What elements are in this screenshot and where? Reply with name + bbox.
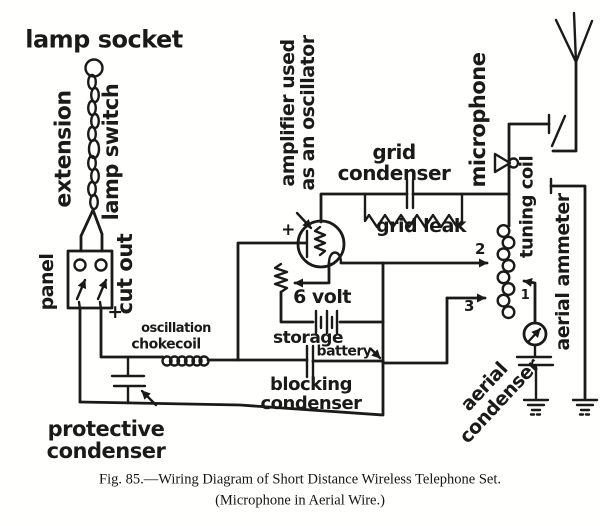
tap-3-label: 3 [464,297,474,316]
blocking-condenser-icon [305,344,382,379]
power-wires [78,306,385,417]
knife-switch-icon [75,278,87,301]
plus-sign: + [107,301,123,324]
tuning-coil-label: tuning coil [516,155,538,259]
earth-lead-wire [549,184,587,400]
pointer-arrow [140,389,158,407]
blocking-line1: blocking [270,374,352,396]
protective-condenser-label: protective condenser [47,418,166,462]
microphone-icon [493,152,520,174]
ammeter-needle [527,327,542,343]
panel-label: panel [36,253,59,311]
grid-condenser-line2: condenser [337,161,451,185]
grid-condenser-line1: grid [372,140,416,164]
six-volt-label: 6 volt [293,286,351,309]
microphone-label: microphone [465,52,490,188]
ground-icon [571,398,599,416]
amplifier-oscillator-label: amplifier used as an oscillator [277,35,319,191]
plate-return-wires [339,258,489,365]
plate-plus-sign: + [281,220,295,241]
aerial-circuit [493,11,594,400]
fuse-icon [94,258,108,272]
ground-icon [522,398,550,416]
oscillation-label: oscillation [141,321,211,337]
plate-lead-wire [236,241,308,362]
tube-filament [327,251,343,265]
junction-arrow [369,347,382,360]
filament-circuit [273,261,385,335]
amplifier-line2: as an oscillator [297,35,319,191]
aerial-switch-icon [547,113,567,195]
chain-cord-icon [79,73,104,253]
grid-circuit [319,178,511,229]
protective-line1: protective [47,416,165,441]
vacuum-tube-icon [295,211,346,269]
grid-leak-resistor-icon [363,192,464,229]
figure-caption: Fig. 85.—Wiring Diagram of Short Distanc… [99,471,501,488]
aerial-ammeter-label: aerial ammeter [552,193,575,351]
antenna-icon [551,11,594,153]
rheostat-icon [273,262,289,294]
protective-condenser-icon [110,356,158,407]
storage-battery-icon [314,309,339,335]
tuning-coil-icon [496,223,516,320]
tap-2-label: 2 [475,240,485,259]
tap-1-label: 1 [520,288,530,304]
tube-grid [313,225,327,257]
storage-label: storage [273,328,343,349]
blocking-line2: condenser [260,393,362,414]
blocking-condenser-label: blocking condenser [260,374,362,414]
label-arrow [295,211,313,230]
ammeter-icon [522,321,548,347]
lamp-switch-label: lamp switch [98,83,123,221]
battery-label: battery [316,343,372,360]
grid-leak-label: grid leak [375,215,467,238]
panel-cutout-box [66,249,114,311]
lamp-socket-icon [84,58,104,78]
lamp-socket-label: lamp socket [25,25,183,54]
extension-label: extension [51,90,77,208]
tap1-wire [522,278,537,325]
choke-coil-icon [161,355,210,367]
protective-line2: condenser [46,439,166,463]
amplifier-line1: amplifier used [277,39,300,187]
figure-subcaption: (Microphone in Aerial Wire.) [215,492,385,509]
aerial-condenser-icon [515,343,555,400]
grid-condenser-label: grid condenser [338,142,451,184]
fuse-icon [73,258,87,272]
chokecoil-label: chokecoil [131,336,201,353]
knife-switch-icon [96,278,108,301]
